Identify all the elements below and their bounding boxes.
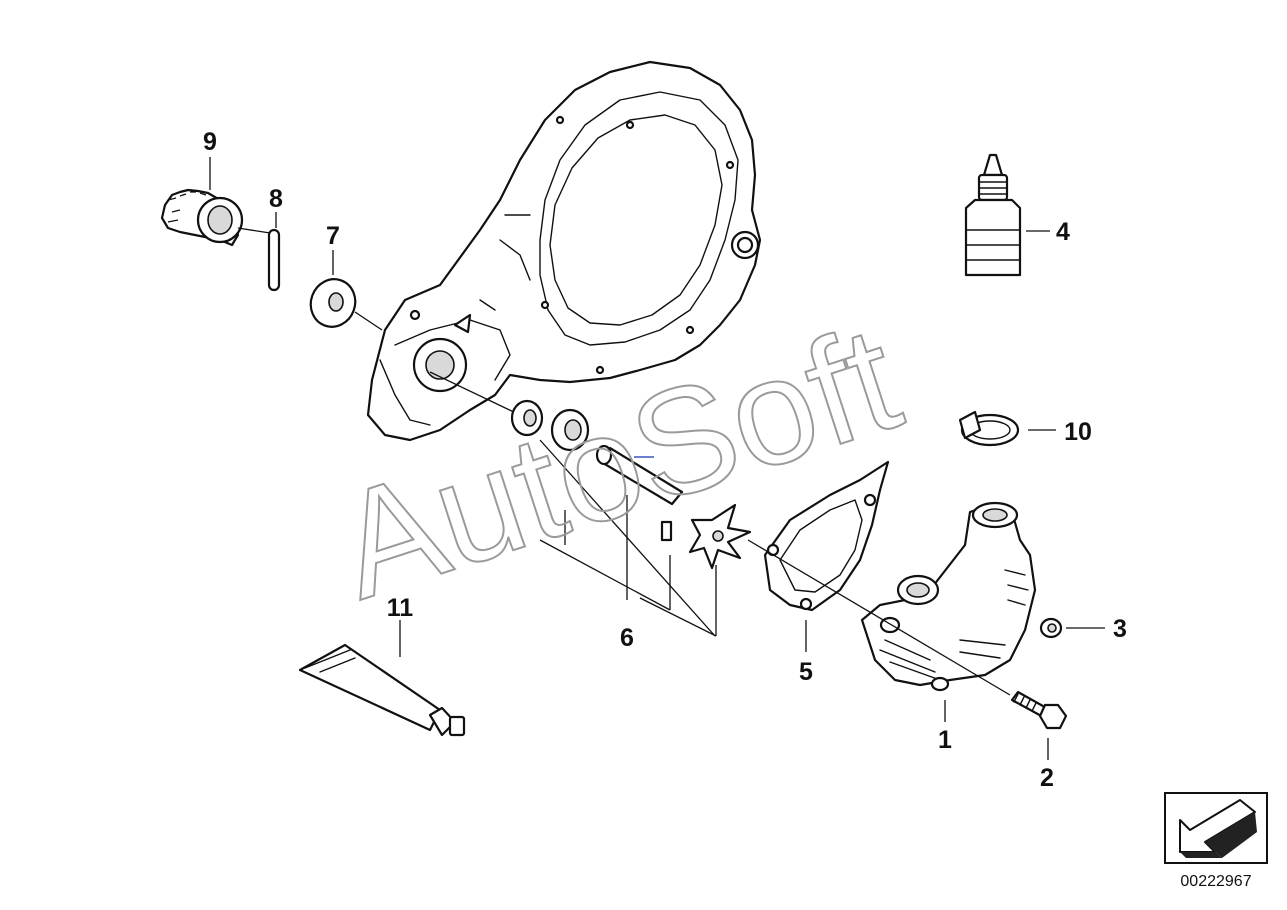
engine-cover (366, 60, 762, 442)
callout-9: 9 (203, 128, 217, 156)
part-10-clamp (958, 410, 1056, 447)
part-3-nut (1039, 617, 1105, 639)
callout-11: 11 (387, 594, 414, 622)
part-11-tube (298, 620, 466, 737)
callout-8: 8 (269, 185, 283, 213)
arrow-down-left-icon (1179, 799, 1257, 858)
callout-3: 3 (1113, 615, 1127, 643)
callout-4: 4 (1056, 218, 1070, 246)
part-7-washer (309, 250, 383, 331)
callout-1: 1 (938, 726, 952, 754)
reference-number: 00222967 (1180, 873, 1251, 890)
callout-6: 6 (620, 624, 634, 652)
part-4-bottle (964, 153, 1050, 277)
callout-2: 2 (1040, 764, 1054, 792)
part-9-gear (160, 157, 244, 247)
nav-arrow-box[interactable] (1164, 792, 1268, 864)
callout-10: 10 (1064, 418, 1092, 446)
callout-7: 7 (326, 222, 340, 250)
part-1-pump-housing (747, 501, 1037, 722)
part-6-shaft-assembly (429, 371, 752, 637)
callout-5: 5 (799, 658, 813, 686)
part-8-pin (237, 212, 281, 292)
part-2-bolt (1010, 690, 1068, 760)
